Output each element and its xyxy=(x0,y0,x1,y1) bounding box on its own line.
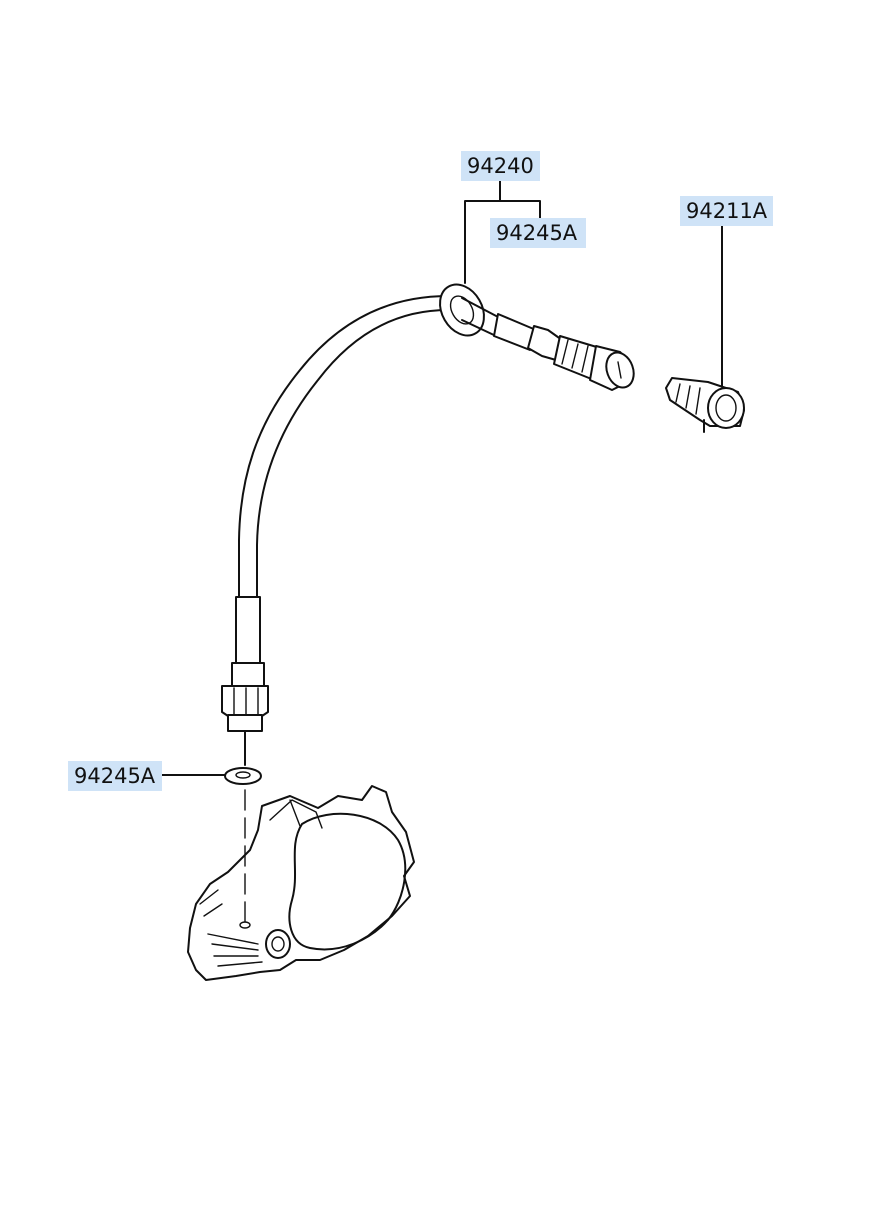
housing-boss-hole xyxy=(271,936,285,952)
callout-94245a-upper[interactable]: 94245A xyxy=(490,218,586,248)
transmission-housing xyxy=(187,785,415,981)
cable-inner-line xyxy=(256,309,449,599)
leader-lines xyxy=(161,180,723,776)
leader-94240 xyxy=(464,180,541,284)
boot-part xyxy=(665,377,745,433)
housing-side-detail xyxy=(199,889,223,917)
cable-lower-tip xyxy=(227,714,263,732)
cable-outer-line xyxy=(238,295,449,599)
callout-94245a-lower[interactable]: 94245A xyxy=(68,761,162,791)
boot-mouth-inner xyxy=(715,394,737,422)
housing-boss xyxy=(265,929,291,959)
upper-grommet-shape xyxy=(439,283,485,337)
cable-lower-nut-facets xyxy=(233,687,259,717)
housing-top-ridge xyxy=(269,799,323,829)
drive-port xyxy=(239,921,251,929)
callout-94211a[interactable]: 94211A xyxy=(680,196,773,226)
boot-ribs xyxy=(675,383,701,415)
lower-grommet-shape xyxy=(224,767,262,785)
cable-lower-nut xyxy=(221,685,269,717)
lower-grommet xyxy=(224,767,262,923)
cable-upper-shaft xyxy=(461,297,501,337)
callout-94240[interactable]: 94240 xyxy=(461,151,540,181)
boot-mouth xyxy=(707,387,745,429)
housing-bell xyxy=(288,812,407,951)
lower-grommet-hole xyxy=(235,771,251,779)
cable-lower-collar xyxy=(231,662,265,688)
housing-outline xyxy=(187,785,415,981)
speedometer-cable xyxy=(221,283,635,766)
cable-lower-sleeve xyxy=(235,596,261,666)
housing-fins xyxy=(207,933,263,967)
cable-upper-tip-key xyxy=(617,361,622,379)
cable-upper-ribs xyxy=(561,339,589,373)
